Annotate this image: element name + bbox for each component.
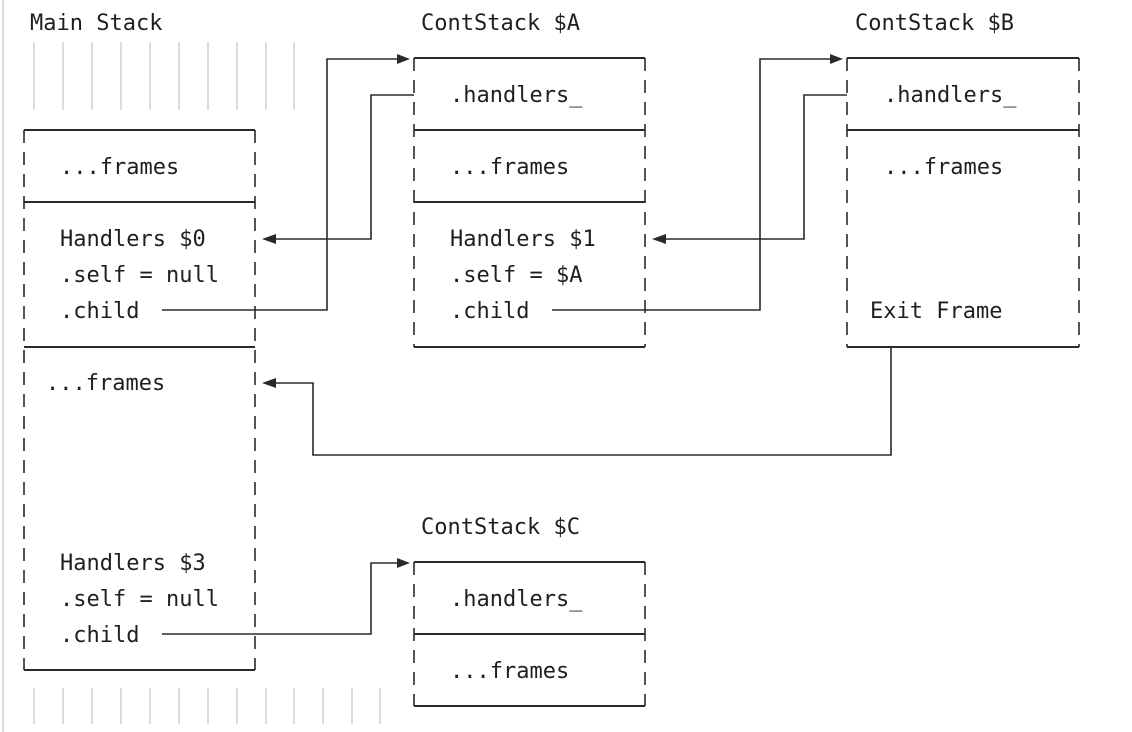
contstack-a-handlers-1-child: .child bbox=[450, 299, 529, 324]
arrow-head-icon bbox=[262, 378, 276, 388]
contstack-c-frames: ...frames bbox=[450, 659, 569, 684]
main-handlers-0-label: Handlers $0 bbox=[60, 227, 206, 252]
main-frames-top: ...frames bbox=[60, 155, 179, 180]
main-stack-bottom-hatch bbox=[33, 688, 381, 724]
arrow-head-icon bbox=[397, 54, 410, 64]
contstack-b-frame bbox=[846, 57, 1080, 348]
contstack-a-frames: ...frames bbox=[450, 155, 569, 180]
contstack-a-handlers-1-self: .self = $A bbox=[450, 263, 582, 288]
contstack-a-title: ContStack $A bbox=[421, 11, 580, 36]
arrow-b-exit-to-main-frames bbox=[262, 347, 892, 456]
contstack-b-title: ContStack $B bbox=[855, 11, 1014, 36]
main-stack-title: Main Stack bbox=[30, 11, 162, 36]
arrow-head-icon bbox=[652, 234, 666, 244]
contstack-a-handlers-field: .handlers_ bbox=[450, 83, 583, 108]
contstack-c-title: ContStack $C bbox=[421, 515, 580, 540]
contstack-c-handlers-field: .handlers_ bbox=[450, 587, 583, 612]
contstack-a-handlers-1-label: Handlers $1 bbox=[450, 227, 596, 252]
arrow-b-handlers-to-a-handlers-1 bbox=[652, 94, 847, 244]
contstack-b-frames: ...frames bbox=[884, 155, 1003, 180]
main-handlers-3-self: .self = null bbox=[60, 587, 219, 612]
main-frames-mid: ...frames bbox=[46, 371, 165, 396]
main-handlers-3-child: .child bbox=[60, 623, 139, 648]
contstack-a-handlers-1: Handlers $1 .self = $A .child bbox=[450, 227, 596, 324]
main-stack: Main Stack ...frames Handlers $0 .self =… bbox=[23, 11, 381, 724]
contstack-c-frame bbox=[413, 561, 646, 707]
arrow-head-icon bbox=[397, 558, 410, 568]
main-handlers-0-child: .child bbox=[60, 299, 139, 324]
contstack-a: ContStack $A .handlers_ ...frames Handle… bbox=[413, 11, 646, 348]
arrow-head-icon bbox=[262, 234, 276, 244]
contstack-b-exit-frame: Exit Frame bbox=[870, 299, 1002, 324]
contstack-b-handlers-field: .handlers_ bbox=[884, 83, 1017, 108]
contstack-b: ContStack $B .handlers_ ...frames Exit F… bbox=[846, 11, 1080, 348]
main-stack-frame bbox=[23, 129, 256, 671]
main-handlers-0-self: .self = null bbox=[60, 263, 219, 288]
arrow-main-child-to-contstack-a bbox=[162, 54, 410, 311]
contstack-c: ContStack $C .handlers_ ...frames bbox=[413, 515, 646, 707]
main-stack-top-hatch bbox=[33, 42, 295, 110]
main-handlers-3-label: Handlers $3 bbox=[60, 551, 206, 576]
main-handlers-0: Handlers $0 .self = null .child bbox=[60, 227, 219, 324]
main-handlers-3: Handlers $3 .self = null .child bbox=[60, 551, 219, 648]
arrow-a-child-to-contstack-b bbox=[552, 54, 843, 311]
arrow-head-icon bbox=[830, 54, 843, 64]
arrow-a-handlers-to-main-handlers-0 bbox=[262, 94, 414, 244]
arrow-main-child-to-contstack-c bbox=[162, 558, 410, 635]
contstack-a-frame bbox=[413, 57, 646, 348]
